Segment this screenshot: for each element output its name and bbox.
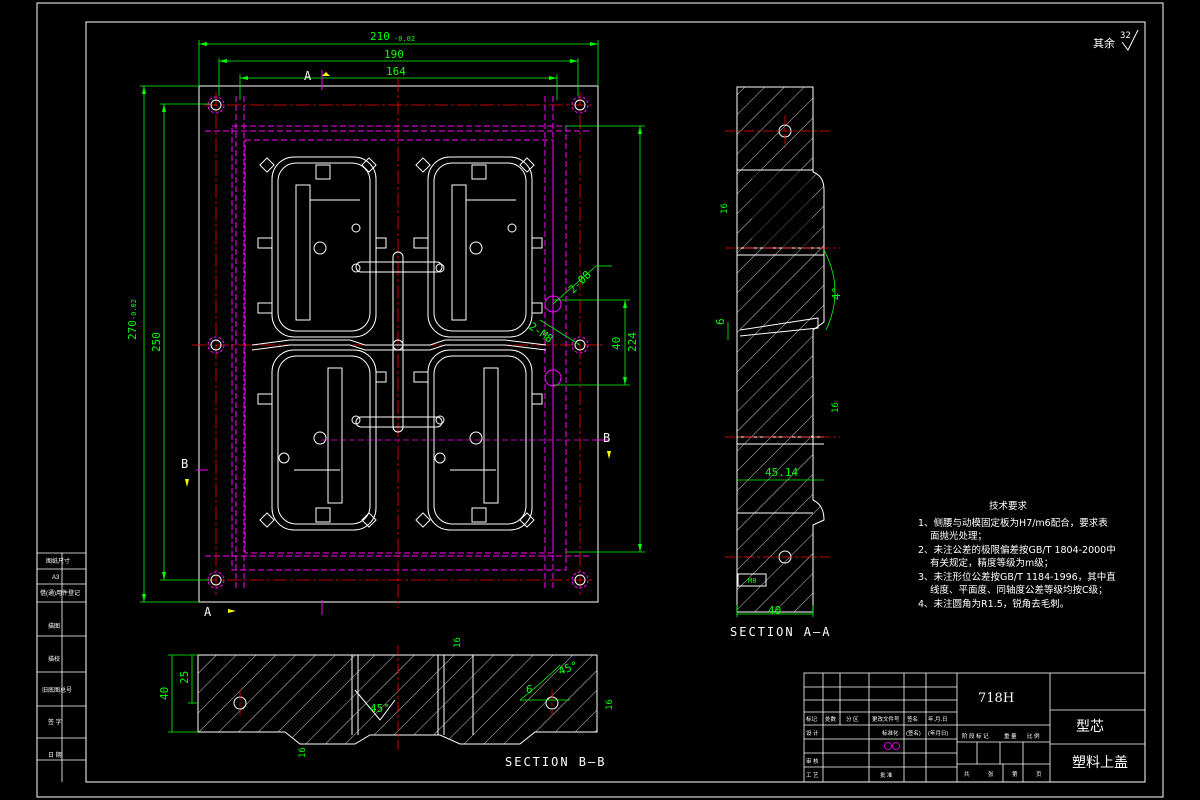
note-3b: 线度、平面度、同轴度公差等级均按C级； xyxy=(930,585,1108,596)
dim-aa-6: 6 xyxy=(714,318,727,325)
tb-product: 塑料上盖 xyxy=(1072,755,1128,771)
dim-aa-4514: 45.14 xyxy=(765,466,798,479)
dim-bb-25: 25 xyxy=(178,671,191,684)
dim-width-tol: -0.02 xyxy=(394,35,415,43)
section-aa-label: SECTION A—A xyxy=(730,625,831,639)
plan-view: 210 -0.02 190 164 2-Ø8 2-M8 270-0.02 250… xyxy=(126,30,645,619)
dim-bb-45deg: 45° xyxy=(370,702,390,715)
title-block xyxy=(803,672,1146,783)
tb-sheet-3: 第 xyxy=(1012,770,1018,778)
side-label-3: 借(通)用件登记 xyxy=(40,589,80,597)
dim-bb-45deg-b: 45° xyxy=(557,659,580,678)
roughness-value: 32 xyxy=(1120,31,1131,41)
roughness-bb-1: 16 xyxy=(453,637,463,648)
tb-design-6: (年月日) xyxy=(928,729,948,737)
tb-design-1: 设 计 xyxy=(806,729,819,737)
tb-sheet-4: 页 xyxy=(1036,771,1042,778)
side-label-4: 描图 xyxy=(48,622,60,630)
notes-title: 技术要求 xyxy=(988,501,1027,512)
cavity-top-right xyxy=(427,156,533,338)
roughness-aa-1: 16 xyxy=(720,203,730,214)
inner-border xyxy=(85,21,1146,783)
tb-review-3: 批 准 xyxy=(880,771,893,779)
roughness-prefix: 其余 xyxy=(1093,36,1115,50)
dim-width-164: 164 xyxy=(386,65,406,78)
section-bb: 40 25 6 45° 45° 16 16 16 SECTION B—B xyxy=(158,637,615,769)
tb-design-5: (签名) xyxy=(906,729,921,737)
dim-height-224: 224 xyxy=(626,332,639,352)
dim-bb-6: 6 xyxy=(526,683,533,696)
note-1a: 1、侧腰与动模固定板为H7/m6配合，要求表 xyxy=(918,517,1108,529)
tb-part-name: 型芯 xyxy=(1076,719,1104,735)
general-roughness: 其余 32 xyxy=(1093,29,1139,51)
tb-material: 718H xyxy=(978,691,1014,706)
section-mark-a-top: A xyxy=(304,69,312,83)
technical-notes: 技术要求 1、侧腰与动模固定板为H7/m6配合，要求表 面抛光处理； 2、未注公… xyxy=(918,500,1148,611)
section-mark-a-bottom: A xyxy=(204,605,212,619)
outer-border xyxy=(36,2,1164,798)
screw-hole-bl xyxy=(210,574,222,586)
tb-header-1: 标记 xyxy=(806,715,818,723)
core-plate-outline xyxy=(198,85,599,603)
note-2a: 2、未注公差的极限偏差按GB/T 1804-2000中 xyxy=(918,544,1116,556)
tb-review-2: 工 艺 xyxy=(806,772,819,779)
tb-sheet-2: 张 xyxy=(988,770,994,778)
tb-header-5: 签名 xyxy=(907,715,918,723)
section-aa: 45.14 40 6 4° M8 16 16 SECTION A—A xyxy=(714,86,843,639)
tb-header-6: 年.月.日 xyxy=(928,715,948,723)
cavity-top-left xyxy=(271,156,377,338)
hidden-pocket xyxy=(231,125,567,571)
section-mark-b-right: B xyxy=(603,431,610,445)
dim-bb-40: 40 xyxy=(158,687,171,700)
dim-aa-40: 40 xyxy=(768,604,781,617)
tb-header-4: 更改文件号 xyxy=(872,715,900,723)
note-2b: 有关规定，精度等级为m级； xyxy=(930,558,1054,569)
tb-header-3: 分 区 xyxy=(846,715,859,723)
side-label-8: 日 期 xyxy=(48,751,62,759)
dim-aa-4deg: 4° xyxy=(830,287,843,300)
tb-review-1: 审 核 xyxy=(806,757,819,765)
side-label-1: 图纸尺寸 xyxy=(46,557,70,565)
roughness-bb-3: 16 xyxy=(605,699,615,710)
side-label-7: 签 字 xyxy=(48,718,62,726)
screw-hole-br xyxy=(574,574,586,586)
tb-sheet-1: 共 xyxy=(964,770,970,778)
note-1b: 面抛光处理； xyxy=(930,531,988,542)
dim-aa-m8: M8 xyxy=(748,577,756,585)
side-strip xyxy=(37,552,86,782)
note-3a: 3、未注形位公差按GB/T 1184-1996，其中直 xyxy=(918,571,1116,583)
side-label-5: 描校 xyxy=(48,655,60,663)
dim-width-190: 190 xyxy=(384,48,404,61)
tb-stage-3: 比 例 xyxy=(1027,732,1040,740)
side-label-6: 旧底图总号 xyxy=(42,686,72,694)
roughness-aa-2: 16 xyxy=(831,402,841,413)
dim-width-total: 210 xyxy=(370,30,390,43)
tb-design-4: 标准化 xyxy=(882,729,899,737)
tb-stage-2: 重 量 xyxy=(1004,732,1017,740)
section-bb-label: SECTION B—B xyxy=(505,755,606,769)
tb-header-2: 处数 xyxy=(825,715,837,723)
note-4: 4、未注圆角为R1.5，锐角去毛刺。 xyxy=(918,598,1070,610)
section-mark-b-left: B xyxy=(181,457,188,471)
dim-height-250: 250 xyxy=(150,332,163,352)
roughness-bb-2: 16 xyxy=(298,747,308,758)
screw-hole-tl xyxy=(210,99,222,111)
screw-hole-tr xyxy=(574,99,586,111)
dim-hole-2m8: 2-M8 xyxy=(526,320,555,346)
dim-height-total: 270-0.02 xyxy=(126,299,139,340)
side-label-2: A3 xyxy=(52,575,60,581)
tb-stage-1: 阶 段 标 记 xyxy=(962,732,989,740)
dim-hole-2phi8: 2-Ø8 xyxy=(566,268,594,296)
dim-40: 40 xyxy=(610,337,623,350)
